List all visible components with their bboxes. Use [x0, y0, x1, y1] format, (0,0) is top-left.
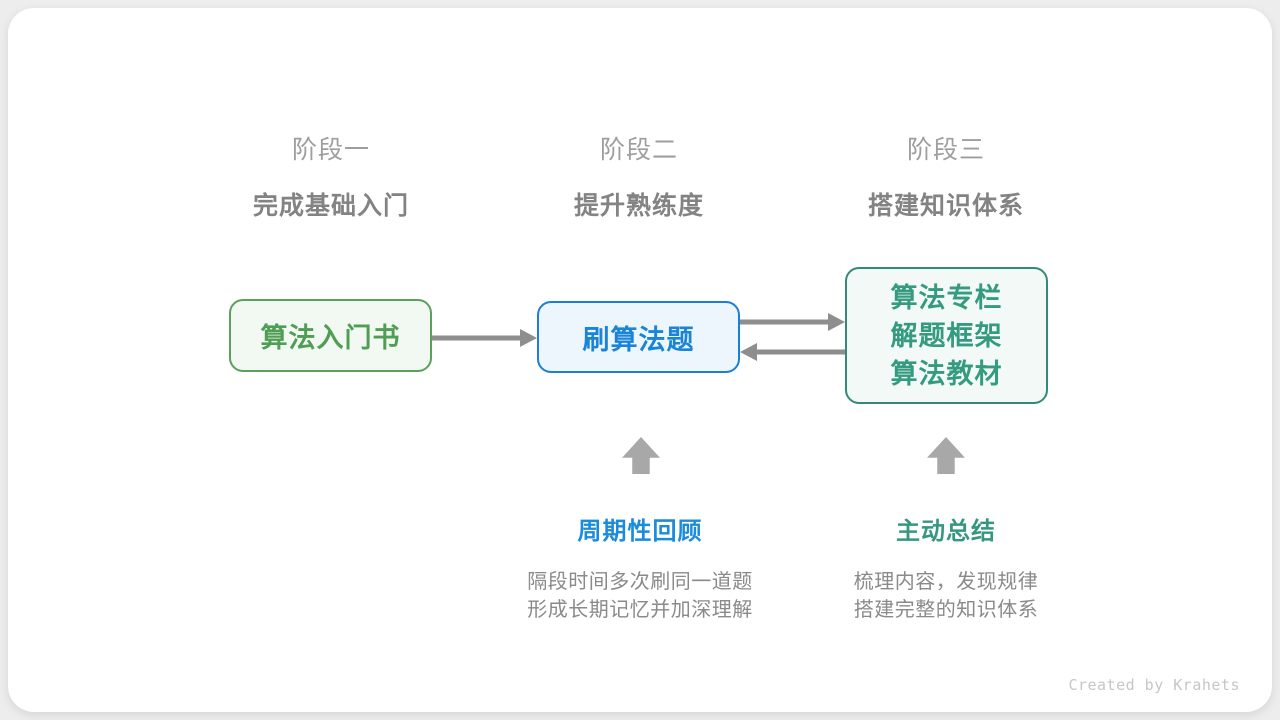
stage-2-name: 阶段二 [599, 136, 678, 164]
stage-3-subtitle: 搭建知识体系 [867, 192, 1024, 220]
stage-2-subtitle: 提升熟练度 [573, 192, 704, 220]
arrow-stage2-to-stage3-icon [740, 312, 845, 332]
node-resource-column: 算法专栏 [890, 282, 1003, 313]
arrow-head-left-icon [740, 343, 757, 361]
node-intro-book-label: 算法入门书 [260, 323, 401, 353]
annotation-review-title: 周期性回顾 [577, 518, 703, 545]
node-knowledge-resources: 算法专栏 解题框架 算法教材 [845, 267, 1048, 404]
arrow-shaft [754, 349, 845, 355]
node-resource-framework: 解题框架 [890, 320, 1003, 351]
annotation-review-line2: 形成长期记忆并加深理解 [527, 599, 753, 621]
arrow-head-right-icon [828, 313, 845, 331]
stage-header-2: 阶段二 提升熟练度 [499, 130, 779, 222]
annotation-summary-title: 主动总结 [896, 518, 996, 545]
stage-header-1: 阶段一 完成基础入门 [191, 130, 471, 222]
node-practice-problems-label: 刷算法题 [582, 324, 695, 355]
arrow-stage3-to-stage2-icon [740, 342, 845, 362]
arrow-shaft [740, 319, 831, 325]
stage-1-name: 阶段一 [291, 136, 370, 164]
annotation-periodic-review: 周期性回顾 隔段时间多次刷同一道题 形成长期记忆并加深理解 [480, 511, 800, 624]
annotation-summary-line1: 梳理内容，发现规律 [853, 571, 1039, 593]
up-arrow-summarize-icon [927, 437, 965, 474]
annotation-summary-line2: 搭建完整的知识体系 [853, 599, 1039, 621]
credit-text: Created by Krahets [1068, 676, 1240, 694]
arrow-stage1-to-stage2-icon [432, 328, 537, 348]
stage-3-name: 阶段三 [906, 136, 985, 164]
node-intro-book: 算法入门书 [229, 299, 432, 372]
node-resource-textbook: 算法教材 [890, 358, 1003, 389]
arrow-head-right-icon [520, 329, 537, 347]
up-arrow-review-icon [622, 437, 660, 474]
annotation-review-line1: 隔段时间多次刷同一道题 [527, 571, 753, 593]
diagram-card: 阶段一 完成基础入门 阶段二 提升熟练度 阶段三 搭建知识体系 算法入门书 刷算… [8, 8, 1272, 712]
node-practice-problems: 刷算法题 [537, 301, 740, 373]
annotation-active-summary: 主动总结 梳理内容，发现规律 搭建完整的知识体系 [786, 511, 1106, 624]
stage-header-3: 阶段三 搭建知识体系 [806, 130, 1086, 222]
stage-1-subtitle: 完成基础入门 [252, 192, 409, 220]
annotation-summary-desc: 梳理内容，发现规律 搭建完整的知识体系 [786, 568, 1106, 624]
arrow-shaft [432, 335, 523, 341]
annotation-review-desc: 隔段时间多次刷同一道题 形成长期记忆并加深理解 [480, 568, 800, 624]
